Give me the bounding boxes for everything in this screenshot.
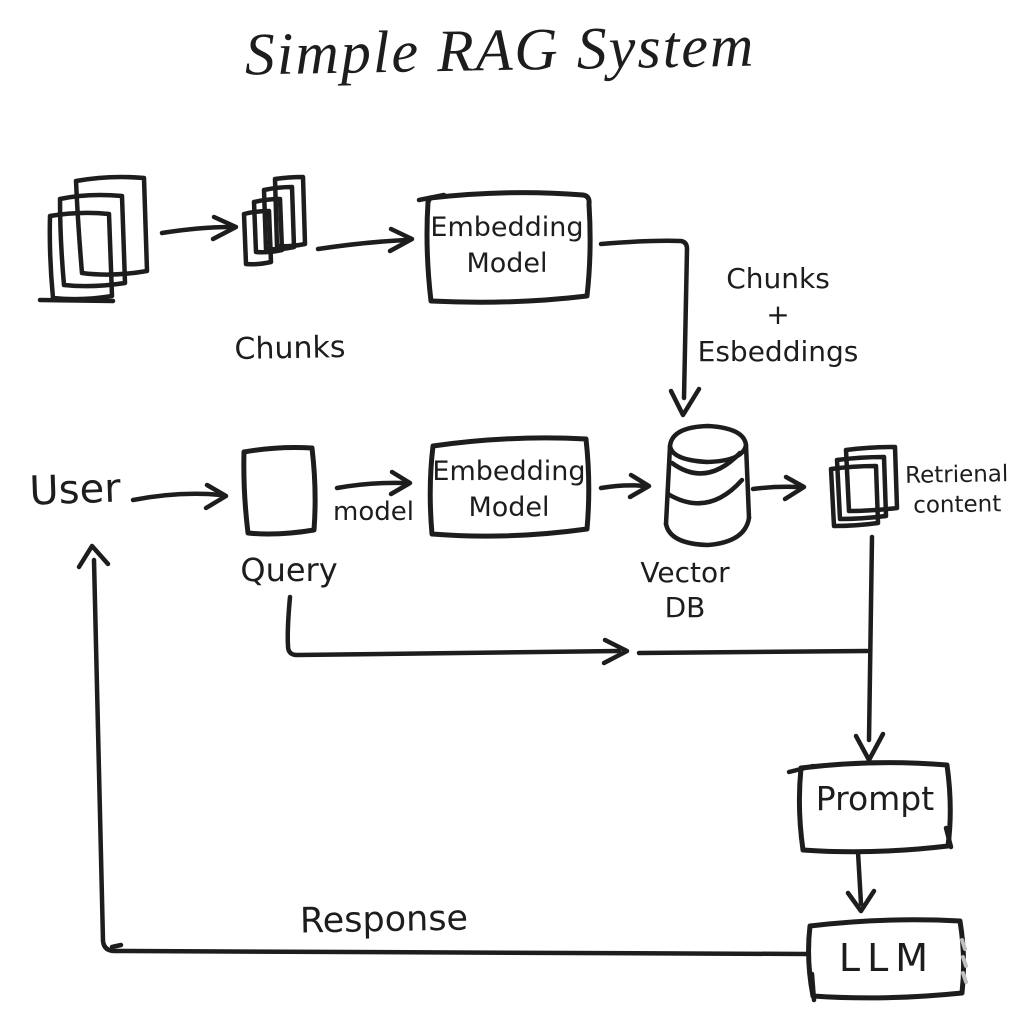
llm-label: LLM bbox=[838, 936, 936, 980]
vector-db-icon bbox=[663, 423, 752, 548]
embedding-model-ingest-label: Embedding Model bbox=[430, 212, 584, 280]
arrow-documents-to-chunks bbox=[159, 214, 239, 242]
model-edge-label: model bbox=[333, 497, 414, 527]
chunks-label: Chunks bbox=[234, 330, 346, 367]
chunks-icon bbox=[241, 174, 308, 267]
arrow-llm-to-user bbox=[76, 543, 809, 957]
arrow-vector-db-to-retrieved bbox=[750, 474, 807, 502]
query-label: Query bbox=[240, 551, 338, 589]
retrieved-content-label: Retrienal content bbox=[904, 461, 1009, 519]
documents-icon bbox=[37, 174, 150, 304]
prompt-label: Prompt bbox=[815, 779, 935, 818]
embedding-model-query-label: Embedding Model bbox=[432, 456, 586, 524]
embedding-model-query-box bbox=[427, 435, 592, 539]
user-label: User bbox=[28, 465, 122, 515]
query-box bbox=[241, 445, 318, 537]
arrow-prompt-to-llm bbox=[845, 849, 877, 914]
arrow-user-to-query bbox=[130, 482, 229, 511]
diagram-title: Simple RAG System bbox=[244, 12, 756, 88]
retrieved-documents-icon bbox=[828, 444, 900, 529]
arrow-embedding-to-vector-db bbox=[598, 238, 702, 418]
arrow-chunks-to-embedding-model bbox=[315, 226, 415, 254]
response-label: Response bbox=[299, 898, 469, 942]
llm-box bbox=[806, 917, 968, 1003]
arrow-query-to-prompt bbox=[285, 594, 870, 666]
embedding-model-ingest-box bbox=[416, 190, 593, 305]
arrow-retrieved-to-prompt bbox=[853, 534, 886, 763]
arrow-query-to-embedding-model bbox=[334, 469, 413, 497]
vector-db-label: Vector DB bbox=[640, 556, 730, 624]
prompt-box bbox=[786, 760, 954, 855]
arrow-embedding-query-to-vector-db bbox=[598, 472, 652, 500]
chunks-plus-embeddings-label: Chunks + Esbeddings bbox=[697, 262, 859, 368]
